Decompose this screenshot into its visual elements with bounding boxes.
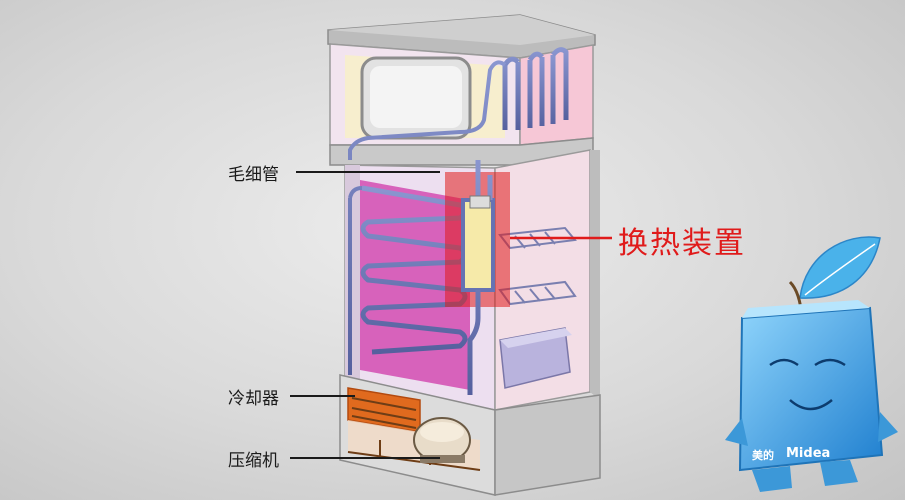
compressor xyxy=(413,417,471,463)
heat-exchanger-valve xyxy=(469,195,491,209)
compressor-label: 压缩机 xyxy=(228,451,279,471)
capillary-tube xyxy=(348,60,507,375)
condenser-label: 冷却器 xyxy=(228,389,279,409)
mascot-eye-right xyxy=(814,358,846,367)
heat-exchanger-label: 换热装置 xyxy=(618,226,746,261)
brand-chinese: 美的 xyxy=(752,449,774,462)
mascot-eye-left xyxy=(769,358,799,367)
freezer-compartment xyxy=(329,43,594,146)
heat-exchanger-device xyxy=(461,198,495,292)
crisper-drawer xyxy=(499,327,572,389)
evaporator-tubes xyxy=(360,185,468,355)
brand-logo: Midea xyxy=(786,446,831,461)
condenser-pipes xyxy=(351,397,417,429)
capillary-label: 毛细管 xyxy=(228,165,279,185)
top-lid xyxy=(327,14,596,59)
freezer-coils xyxy=(502,47,569,130)
midea-mascot xyxy=(725,236,898,492)
mascot-body xyxy=(738,306,884,472)
mascot-smile xyxy=(789,399,833,411)
